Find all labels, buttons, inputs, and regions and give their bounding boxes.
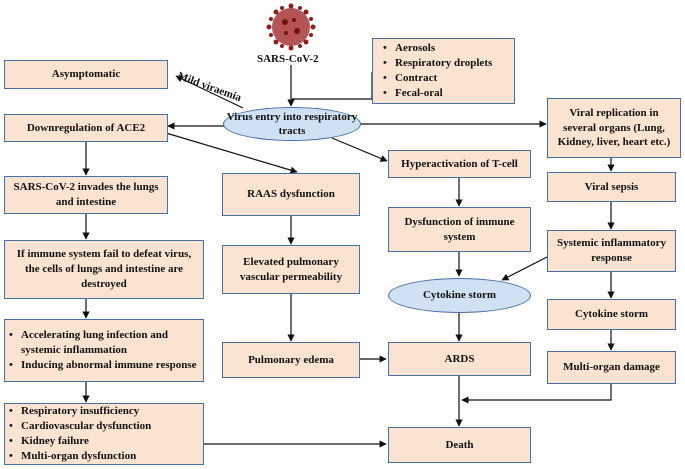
ards-box: ARDS xyxy=(388,342,531,376)
transmission-item: Respiratory droplets xyxy=(383,56,492,71)
abnormal-response-box: Accelerating lung infection and systemic… xyxy=(4,319,204,382)
arrow-ace2-to-raas xyxy=(165,132,298,174)
arrow-entry-to-tcell xyxy=(331,137,388,162)
asymptomatic-box: Asymptomatic xyxy=(4,60,168,89)
immune-fail-box: If immune system fail to defeat virus, t… xyxy=(4,240,204,299)
failure-item: Cardiovascular dysfunction xyxy=(9,419,151,434)
tcell-box: Hyperactivation of T-cell xyxy=(388,150,531,178)
response-item: Accelerating lung infection and systemic… xyxy=(9,328,203,358)
pulmonary-edema-box: Pulmonary edema xyxy=(222,342,360,378)
coronavirus-image xyxy=(266,3,316,51)
arrow-systemic-to-cytokine-mid xyxy=(501,255,550,281)
death-box: Death xyxy=(388,427,531,463)
arrow-transmission-to-entry xyxy=(292,72,373,100)
virus-label: SARS-CoV-2 xyxy=(257,53,319,65)
cytokine-storm-node: Cytokine storm xyxy=(388,278,531,313)
response-item: Inducing abnormal immune response xyxy=(9,358,203,373)
viral-sepsis-box: Viral sepsis xyxy=(547,172,676,202)
raas-box: RAAS dysfunction xyxy=(222,173,360,216)
failure-item: Kidney failure xyxy=(9,434,151,449)
arrow-entry-to-asymptomatic xyxy=(175,75,244,109)
transmission-item: Aerosols xyxy=(383,41,492,56)
transmission-item: Fecal-oral xyxy=(383,86,492,101)
systemic-inflammatory-box: Systemic inflammatory response xyxy=(547,230,676,272)
transmission-routes-box: Aerosols Respiratory droplets Contract F… xyxy=(372,38,515,104)
transmission-item: Contract xyxy=(383,71,492,86)
multi-organ-damage-box: Multi-organ damage xyxy=(547,351,676,384)
organ-failures-box: Respiratory insufficiency Cardiovascular… xyxy=(4,403,204,465)
failure-item: Respiratory insufficiency xyxy=(9,404,151,419)
virus-entry-node: Virus entry into respiratory tracts xyxy=(223,107,361,141)
viral-replication-box: Viral replication in several organs (Lun… xyxy=(547,98,681,158)
failure-item: Multi-organ dysfunction xyxy=(9,449,151,464)
arrow-multi-organ-to-death xyxy=(461,384,612,404)
cytokine-storm-right-box: Cytokine storm xyxy=(547,299,676,330)
ace2-box: Downregulation of ACE2 xyxy=(4,114,168,142)
permeability-box: Elevated pulmonary vascular permeability xyxy=(222,245,360,294)
invades-lungs-box: SARS-CoV-2 invades the lungs and intesti… xyxy=(4,176,168,214)
immune-dysfunction-box: Dysfunction of immune system xyxy=(388,207,531,252)
